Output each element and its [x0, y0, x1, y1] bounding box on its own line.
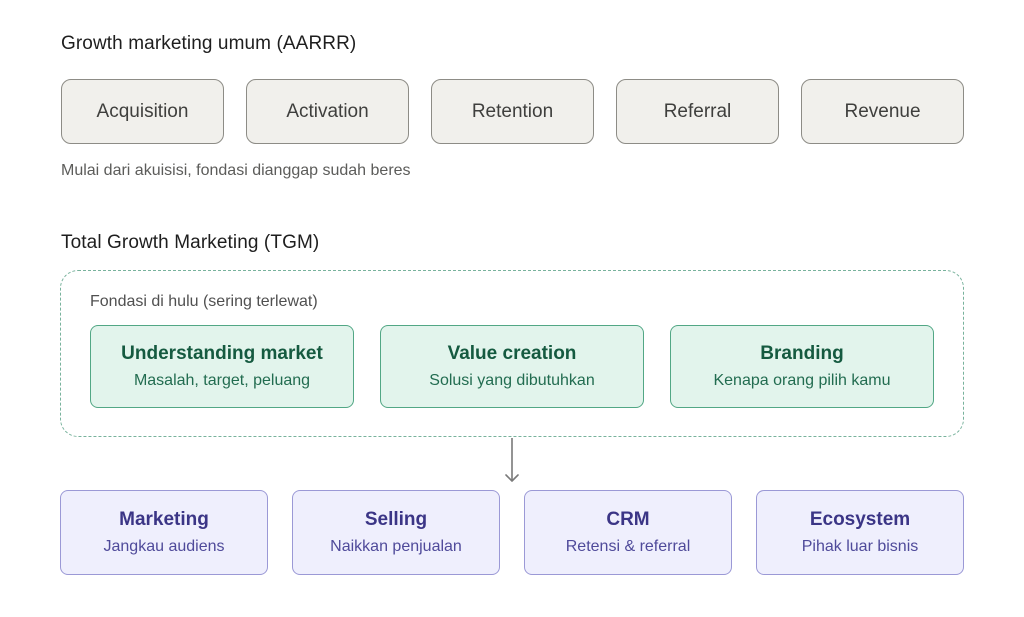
aarrr-stage-referral: Referral [616, 79, 779, 144]
operations-box-title: Ecosystem [809, 509, 911, 530]
aarrr-stage-revenue: Revenue [801, 79, 964, 144]
foundation-box-subtitle: Solusi yang dibutuhkan [429, 372, 595, 389]
operations-box-subtitle: Retensi & referral [565, 538, 691, 555]
operations-box-selling: Selling Naikkan penjualan [292, 490, 500, 575]
foundation-dashed-frame [60, 270, 964, 437]
tgm-section-title: Total Growth Marketing (TGM) [61, 232, 320, 253]
operations-box-subtitle: Jangkau audiens [103, 538, 225, 555]
foundation-box-understanding-market: Understanding market Masalah, target, pe… [90, 325, 354, 408]
aarrr-section-title: Growth marketing umum (AARRR) [61, 33, 357, 54]
foundation-row: Understanding market Masalah, target, pe… [90, 325, 934, 409]
operations-box-crm: CRM Retensi & referral [524, 490, 732, 575]
foundation-box-value-creation: Value creation Solusi yang dibutuhkan [380, 325, 644, 408]
operations-row: Marketing Jangkau audiens Selling Naikka… [60, 490, 964, 575]
foundation-box-subtitle: Masalah, target, peluang [133, 372, 311, 389]
operations-box-title: CRM [606, 509, 650, 530]
aarrr-stage-acquisition: Acquisition [61, 79, 224, 144]
operations-box-subtitle: Pihak luar bisnis [801, 538, 919, 555]
operations-box-title: Selling [364, 509, 428, 530]
operations-box-marketing: Marketing Jangkau audiens [60, 490, 268, 575]
aarrr-stage-activation: Activation [246, 79, 409, 144]
foundation-box-subtitle: Kenapa orang pilih kamu [713, 372, 891, 389]
aarrr-stage-retention: Retention [431, 79, 594, 144]
foundation-box-title: Branding [760, 343, 844, 364]
operations-box-title: Marketing [119, 509, 209, 530]
operations-box-subtitle: Naikkan penjualan [330, 538, 462, 555]
foundation-caption: Fondasi di hulu (sering terlewat) [90, 293, 318, 310]
aarrr-stage-row: Acquisition Activation Retention Referra… [61, 79, 964, 144]
down-arrow-icon [505, 438, 519, 482]
operations-box-ecosystem: Ecosystem Pihak luar bisnis [756, 490, 964, 575]
foundation-box-title: Understanding market [121, 343, 323, 364]
foundation-box-branding: Branding Kenapa orang pilih kamu [670, 325, 934, 408]
foundation-box-title: Value creation [447, 343, 577, 364]
aarrr-note: Mulai dari akuisisi, fondasi dianggap su… [61, 162, 411, 179]
